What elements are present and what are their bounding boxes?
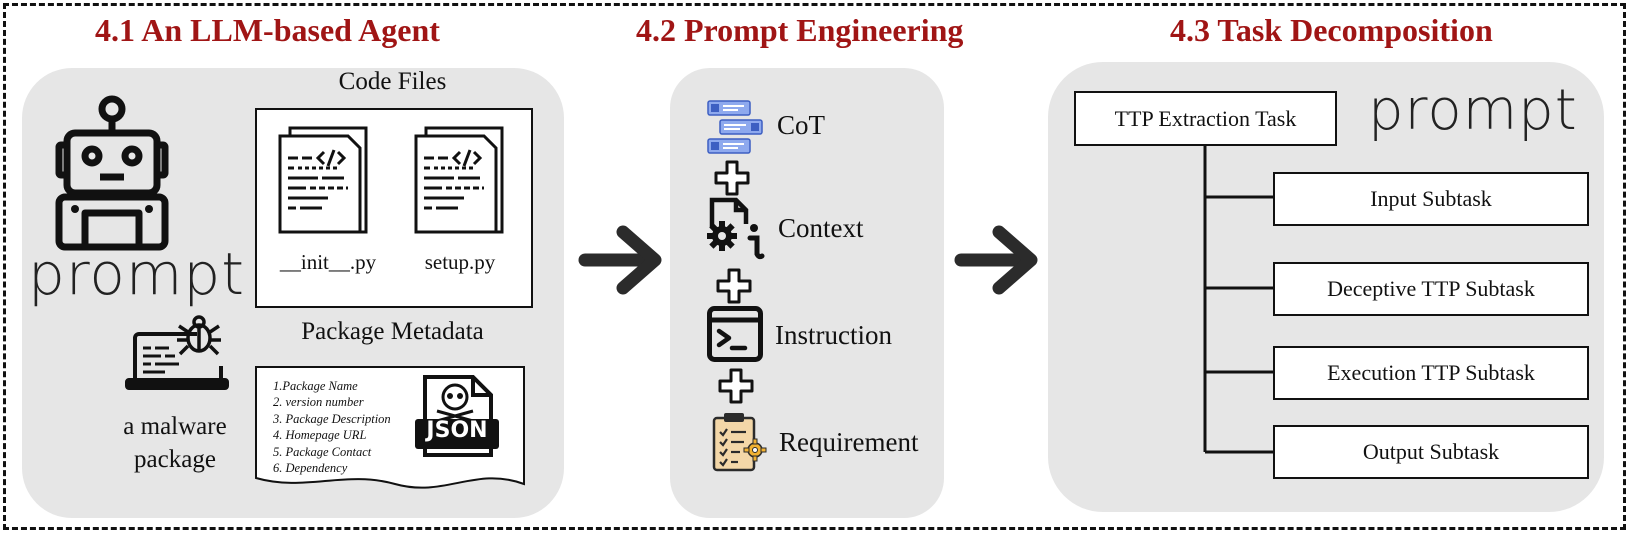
subtask-deceptive-ttp: Deceptive TTP Subtask <box>1273 262 1589 316</box>
metadata-item: 4. Homepage URL <box>273 428 367 443</box>
metadata-item: 3. Package Description <box>273 411 391 426</box>
plus-icon <box>714 160 750 196</box>
prompt-logo-agent: prompt <box>28 240 245 308</box>
section-title-agent: 4.1 An LLM-based Agent <box>95 12 440 48</box>
malware-label-line2: package <box>134 446 216 473</box>
robot-icon <box>55 95 169 251</box>
file-name-init: __init__.py <box>279 250 377 274</box>
package-metadata-label: Package Metadata <box>301 318 484 345</box>
terminal-icon <box>707 306 763 362</box>
plus-icon <box>718 368 754 404</box>
metadata-item: 5. Package Contact <box>273 444 372 459</box>
prompt-logo-task: prompt <box>1368 78 1578 143</box>
section-title-prompt-engineering: 4.2 Prompt Engineering <box>636 12 964 48</box>
json-badge-text: JSON <box>426 418 488 443</box>
pe-item-context: Context <box>778 213 864 243</box>
metadata-list: 1.Package Name 2. version number 3. Pack… <box>273 378 391 476</box>
subtask-label: Deceptive TTP Subtask <box>1327 276 1535 301</box>
root-task-box: TTP Extraction Task <box>1074 91 1337 146</box>
code-files-label: Code Files <box>338 68 447 95</box>
subtask-execution-ttp: Execution TTP Subtask <box>1273 346 1589 400</box>
metadata-item: 6. Dependency <box>273 461 348 476</box>
plus-icon <box>716 268 752 304</box>
context-gear-icon <box>707 197 765 260</box>
pe-item-requirement: Requirement <box>779 427 919 457</box>
subtask-input: Input Subtask <box>1273 172 1589 226</box>
checklist-icon <box>712 413 767 472</box>
root-task-label: TTP Extraction Task <box>1114 105 1297 131</box>
laptop-bug-icon <box>125 315 229 390</box>
json-skull-icon <box>415 375 499 457</box>
arrow-right-icon <box>954 225 1038 295</box>
dashed-frame <box>3 3 1626 530</box>
file-name-setup: setup.py <box>424 250 496 274</box>
code-file-icon <box>414 126 504 234</box>
malware-label-line1: a malware <box>123 413 227 440</box>
cot-blocks-icon <box>707 100 763 154</box>
subtask-label: Execution TTP Subtask <box>1327 360 1535 385</box>
subtask-label: Output Subtask <box>1362 439 1500 464</box>
subtask-output: Output Subtask <box>1273 425 1589 479</box>
metadata-item: 1.Package Name <box>273 379 358 393</box>
section-title-task-decomposition: 4.3 Task Decomposition <box>1170 12 1493 48</box>
pe-item-cot: CoT <box>777 110 826 140</box>
arrow-right-icon <box>578 225 662 295</box>
pe-item-instruction: Instruction <box>775 320 892 350</box>
metadata-item: 2. version number <box>273 395 364 410</box>
code-file-icon <box>278 126 368 234</box>
subtask-label: Input Subtask <box>1370 186 1492 211</box>
